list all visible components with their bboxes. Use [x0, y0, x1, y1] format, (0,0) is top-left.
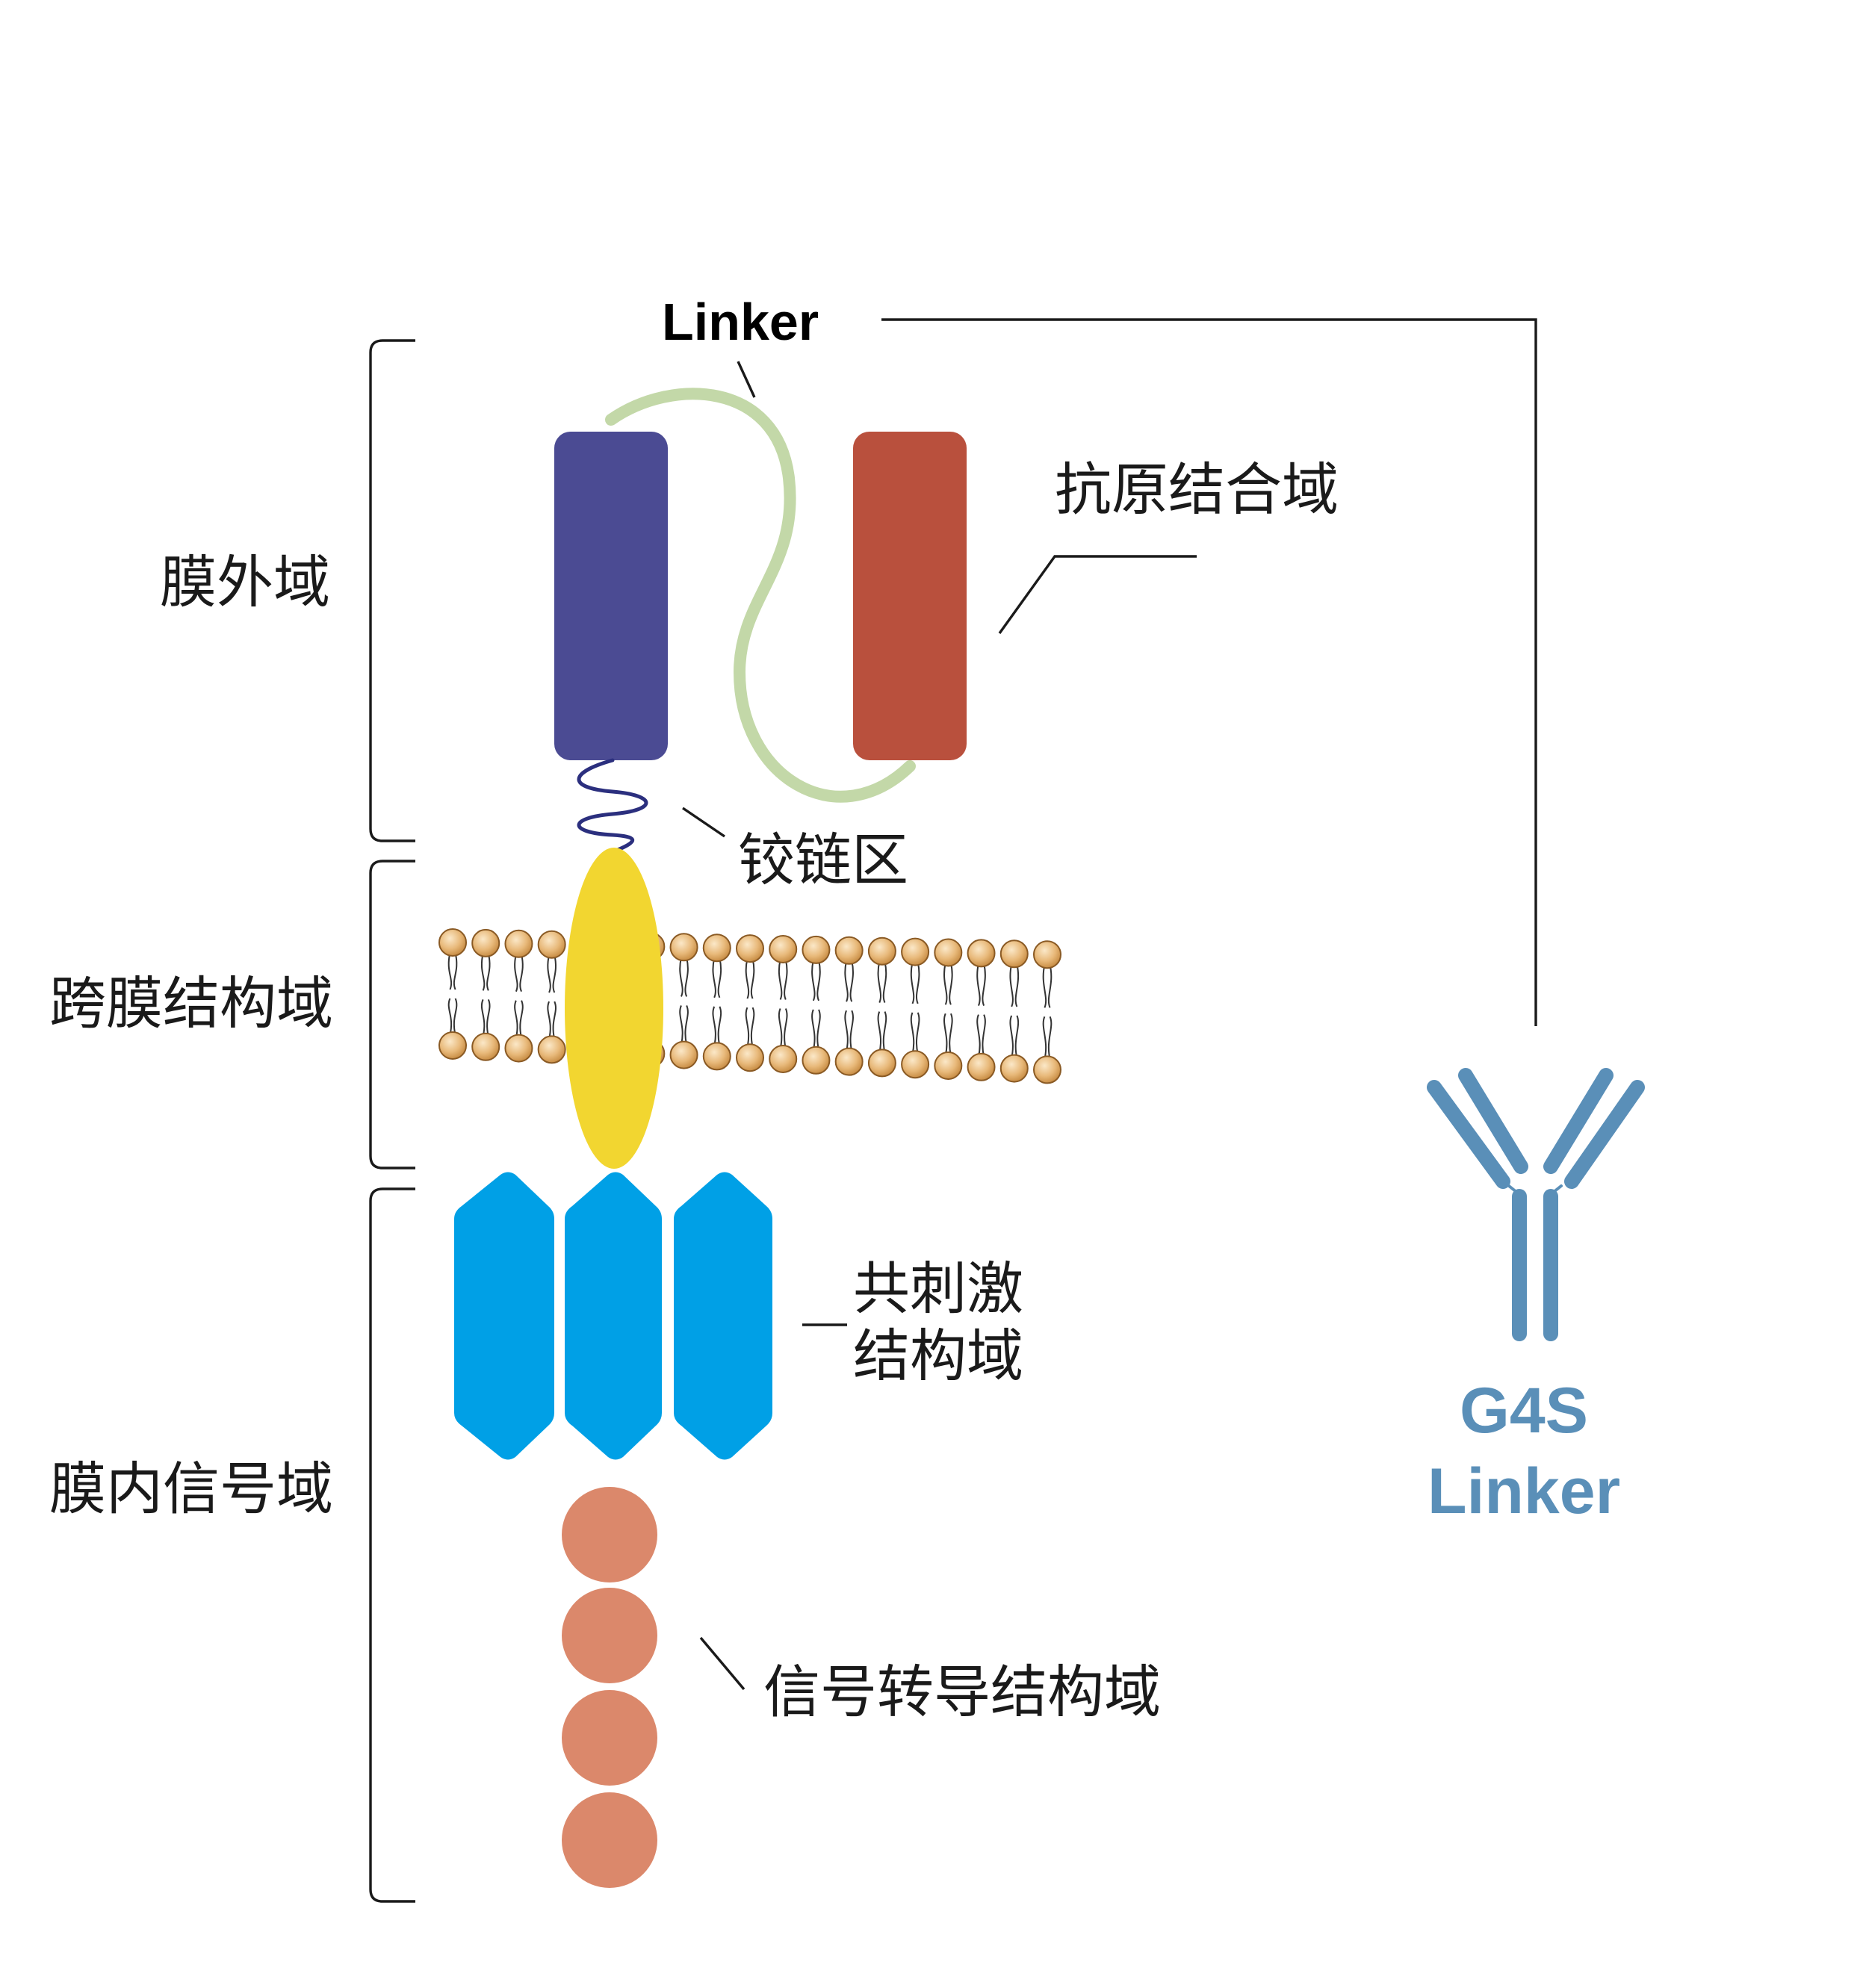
hinge-label: 铰链区: [738, 827, 908, 893]
signal-pointer: [699, 1636, 745, 1691]
intracellular-bracket: [369, 1187, 415, 1903]
g4s-label: G4S: [1460, 1375, 1588, 1447]
linker-pointer: [737, 361, 756, 398]
extracellular-label: 膜外域: [160, 549, 330, 615]
g4s-linker-label: Linker: [1428, 1456, 1620, 1527]
linker-curve[interactable]: [605, 388, 916, 803]
antigen-binding-pointer: [998, 555, 1197, 634]
transmembrane-bracket: [369, 860, 415, 1169]
costim-domain-1[interactable]: [454, 1172, 554, 1460]
hinge-pointer: [682, 807, 725, 838]
signal-domain-label: 信号转导结构域: [763, 1659, 1161, 1725]
lipid-bilayer-icon: [438, 928, 1061, 1084]
vh-domain[interactable]: [554, 432, 668, 760]
signal-domain-circle-1[interactable]: [562, 1487, 657, 1582]
transmembrane-label: 跨膜结构域: [49, 970, 333, 1037]
signal-domain-circle-2[interactable]: [562, 1588, 657, 1683]
signal-domain-circle-3[interactable]: [562, 1690, 657, 1786]
vl-domain[interactable]: [853, 432, 967, 760]
antigen-binding-label: 抗原结合域: [1055, 456, 1339, 523]
antibody-y-icon: [1427, 1068, 1645, 1341]
costim-domain-2[interactable]: [565, 1172, 662, 1460]
extracellular-bracket: [369, 339, 415, 842]
transmembrane-domain[interactable]: [565, 848, 663, 1169]
costim-domain-3[interactable]: [674, 1172, 772, 1460]
hinge-region[interactable]: [577, 758, 648, 854]
costim-label-line1: 共刺激: [853, 1255, 1023, 1322]
costim-label-line2: 结构域: [853, 1323, 1023, 1389]
signal-domain-circle-4[interactable]: [562, 1792, 657, 1888]
linker-label: Linker: [662, 293, 819, 351]
linker-connector-line: [881, 318, 1537, 1026]
intracellular-label: 膜内信号域: [49, 1456, 333, 1522]
